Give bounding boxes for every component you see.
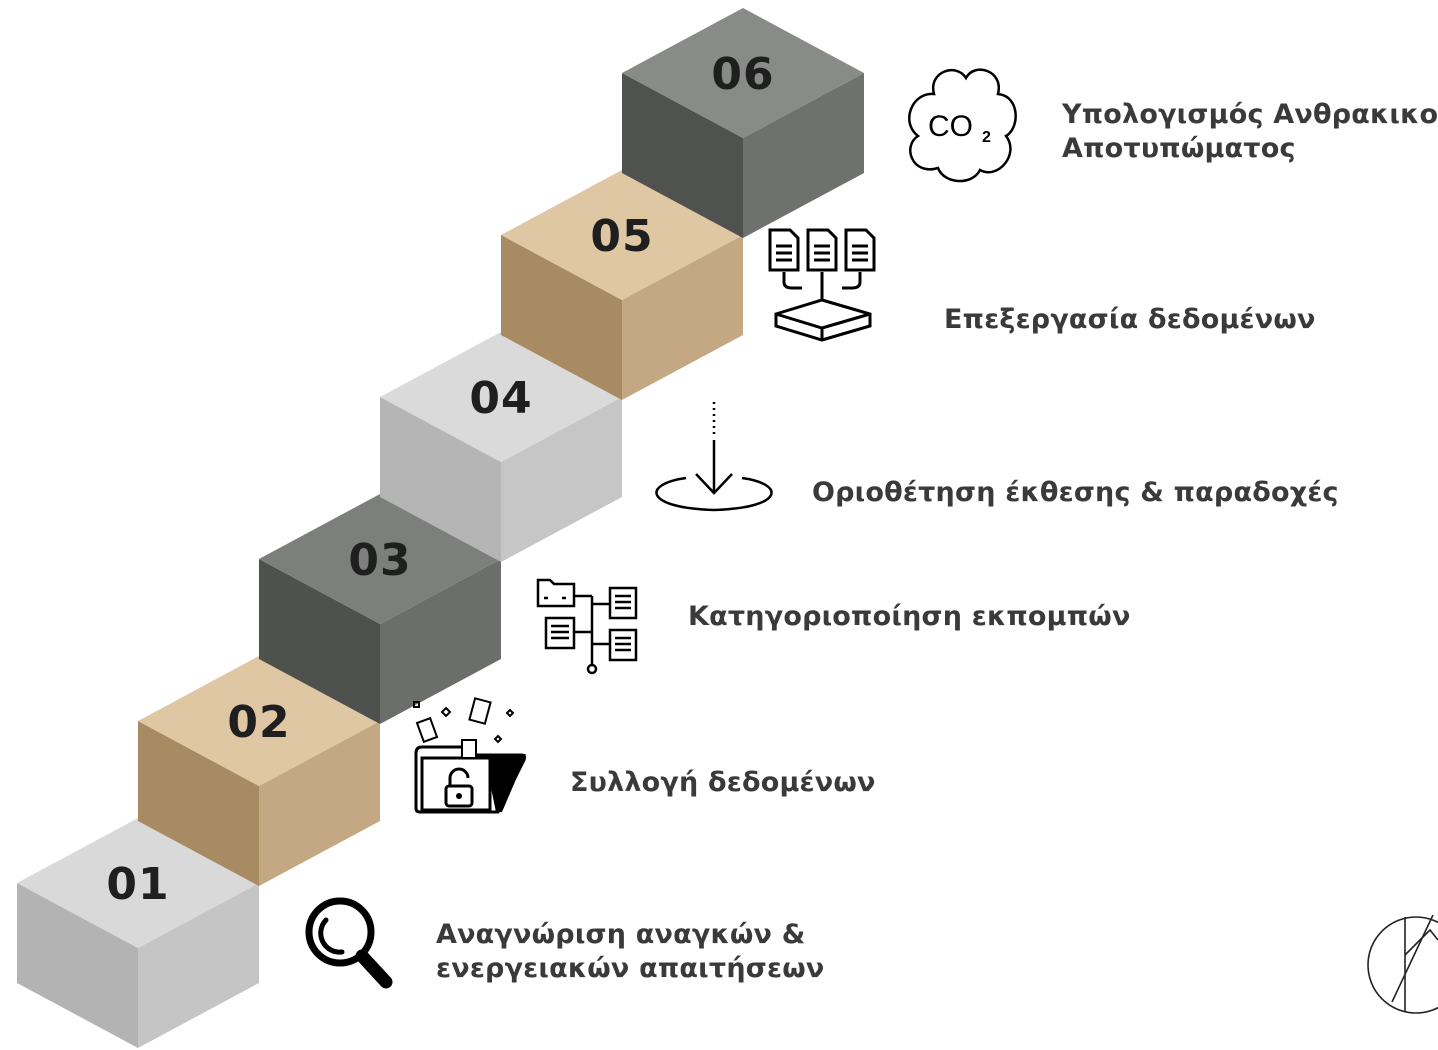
step-01-cube: 01	[17, 818, 259, 1048]
step-03-label-line-1: Κατηγοριοποίηση εκπομπών	[688, 601, 1131, 632]
cube-left-face	[501, 235, 622, 400]
step-06-label-line-2: Αποτυπώματος	[1062, 133, 1296, 164]
cube-left-face	[138, 721, 259, 886]
step-06-cube: 06	[622, 8, 864, 238]
step-number: 02	[227, 697, 290, 748]
step-03-label: Κατηγοριοποίηση εκπομπών	[688, 600, 1131, 634]
cube-right-face	[743, 73, 864, 238]
cube-top-face	[622, 8, 864, 138]
cube-left-face	[622, 73, 743, 238]
open-folder-lock-icon	[413, 697, 527, 814]
cube-right-face	[622, 235, 743, 400]
cube-right-face	[380, 559, 501, 724]
step-06-label-line-1: Υπολογισμός Ανθρακικού	[1062, 99, 1438, 130]
co2-label: CO	[928, 110, 973, 143]
step-01-label-line-1: Αναγνώριση αναγκών &	[436, 919, 806, 950]
step-number: 01	[106, 859, 169, 910]
step-number: 06	[711, 49, 774, 100]
step-01-label: Αναγνώριση αναγκών & ενεργειακών απαιτήσ…	[436, 918, 824, 986]
step-06-label: Υπολογισμός Ανθρακικού Αποτυπώματος	[1062, 98, 1438, 166]
cube-left-face	[380, 397, 501, 562]
step-number: 05	[590, 211, 653, 262]
documents-to-tray-icon	[768, 228, 876, 342]
staircase-cubes: 01 02 03 04 05 06	[17, 8, 864, 1048]
step-04-label-line-1: Οριοθέτηση έκθεσης & παραδοχές	[812, 477, 1339, 508]
step-05-label: Επεξεργασία δεδομένων	[944, 303, 1316, 337]
step-04-label: Οριοθέτηση έκθεσης & παραδοχές	[812, 476, 1339, 510]
step-01-label-line-2: ενεργειακών απαιτήσεων	[436, 953, 825, 984]
cube-left-face	[259, 559, 380, 724]
step-02-label: Συλλογή δεδομένων	[570, 766, 876, 800]
cube-right-face	[501, 397, 622, 562]
co2-cloud-icon: CO 2	[908, 68, 1017, 183]
file-hierarchy-icon	[536, 578, 638, 675]
magnifier-icon	[305, 897, 393, 989]
step-02-label-line-1: Συλλογή δεδομένων	[570, 767, 876, 798]
cube-right-face	[138, 883, 259, 1048]
brand-logo-icon	[1367, 914, 1438, 1014]
step-05-label-line-1: Επεξεργασία δεδομένων	[944, 304, 1316, 335]
step-number: 03	[348, 535, 411, 586]
cube-right-face	[259, 721, 380, 886]
cube-left-face	[17, 883, 138, 1048]
boundary-arrow-icon	[655, 402, 773, 512]
co2-subscript: 2	[982, 129, 991, 146]
step-number: 04	[469, 373, 532, 424]
